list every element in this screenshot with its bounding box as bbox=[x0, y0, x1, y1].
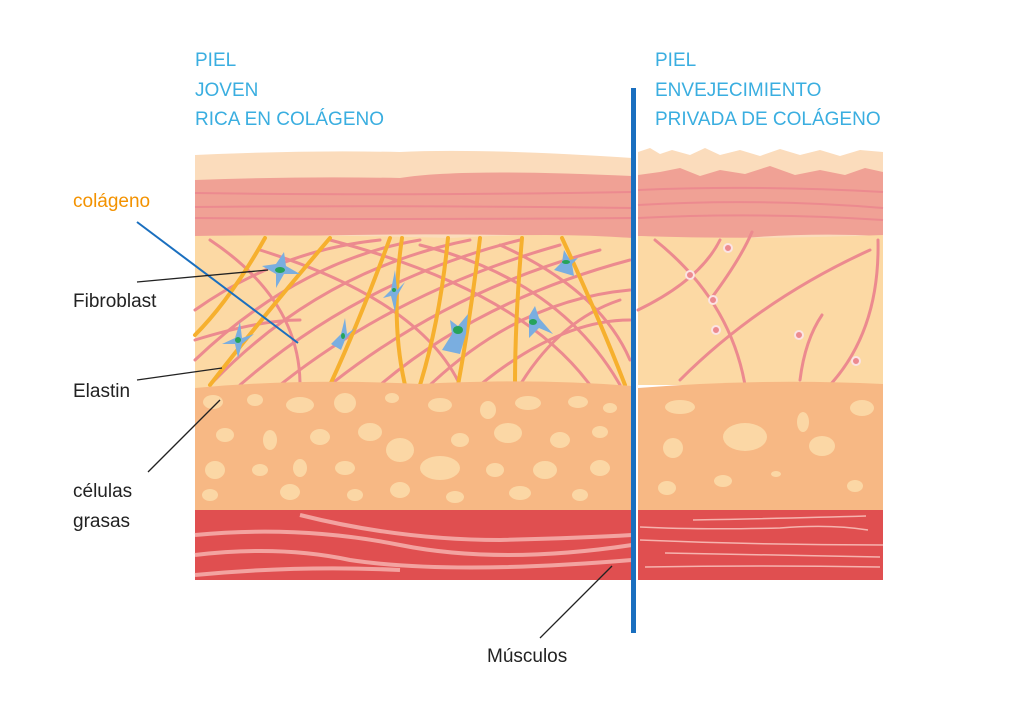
fat-layer bbox=[195, 381, 632, 510]
right-title: PIEL ENVEJECIMIENTO PRIVADA DE COLÁGENO bbox=[655, 50, 881, 130]
left-title-line-2: JOVEN bbox=[195, 80, 258, 101]
stratum-layer bbox=[195, 172, 632, 238]
stratum-lines bbox=[194, 191, 633, 220]
fibroblast-label: Fibroblast bbox=[73, 291, 157, 312]
right-title-line-2: ENVEJECIMIENTO bbox=[655, 80, 821, 101]
left-title-line-1: PIEL bbox=[195, 50, 236, 71]
collagen-fibers bbox=[193, 236, 627, 387]
fat-cells-aged bbox=[658, 400, 874, 495]
fat-cells bbox=[202, 393, 617, 503]
fibroblast-cells bbox=[222, 250, 578, 358]
right-title-line-3: PRIVADA DE COLÁGENO bbox=[655, 109, 881, 130]
fat-cells-leader-line bbox=[147, 399, 221, 473]
muscles-label: Músculos bbox=[487, 646, 567, 667]
left-title-line-3: RICA EN COLÁGENO bbox=[195, 109, 384, 130]
dermis-layer bbox=[195, 235, 632, 388]
fibroblast-leader-line bbox=[136, 269, 269, 283]
elastin-leader-line bbox=[136, 367, 223, 381]
collagen-fragments bbox=[685, 243, 861, 366]
muscle-fibers-aged bbox=[639, 515, 884, 568]
collagen-leader-line bbox=[136, 221, 299, 344]
aged-skin-panel bbox=[636, 148, 884, 580]
fat-cells-label-2: grasas bbox=[73, 511, 130, 532]
young-skin-panel bbox=[193, 150, 633, 580]
fat-cells-label-1: células bbox=[73, 481, 132, 502]
collagen-label: colágeno bbox=[73, 191, 150, 212]
muscle-fibers bbox=[194, 513, 633, 577]
stratum-lines-aged bbox=[637, 186, 884, 221]
right-title-line-1: PIEL bbox=[655, 50, 696, 71]
muscles-leader-line bbox=[539, 565, 613, 639]
divider-line bbox=[631, 88, 636, 633]
elastin-label: Elastin bbox=[73, 381, 130, 402]
left-title: PIEL JOVEN RICA EN COLÁGENO bbox=[195, 50, 384, 130]
